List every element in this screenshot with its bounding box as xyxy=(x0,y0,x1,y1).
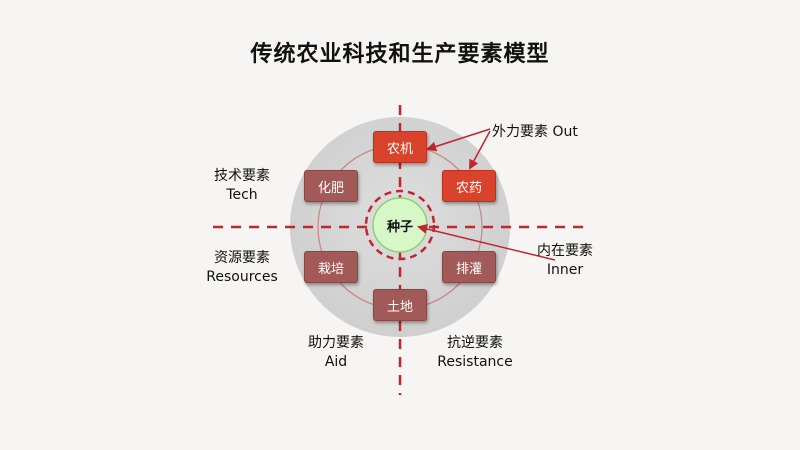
diagram-title: 传统农业科技和生产要素模型 xyxy=(250,42,550,67)
node-cultivation: 栽培 xyxy=(304,251,358,283)
center-dashed-ring xyxy=(364,189,436,261)
inner-label-en: Inner xyxy=(546,262,584,278)
quadrant-label-inner: 内在要素 Inner xyxy=(515,242,615,280)
resistance-label-cn: 抗逆要素 xyxy=(447,335,503,351)
node-irrigation: 排灌 xyxy=(442,251,496,283)
quadrant-label-out: 外力要素 Out xyxy=(492,124,578,140)
node-pesticide: 农药 xyxy=(442,170,496,202)
tech-label-en: Tech xyxy=(226,187,258,203)
arrow-out-to-top xyxy=(426,128,491,152)
arrow-out-to-top-right xyxy=(469,130,491,170)
resources-label-en: Resources xyxy=(206,269,278,285)
aid-label-cn: 助力要素 xyxy=(308,335,364,351)
tech-label-cn: 技术要素 xyxy=(214,168,270,184)
node-land: 土地 xyxy=(373,289,427,321)
node-fertilizer: 化肥 xyxy=(304,170,358,202)
inner-label-cn: 内在要素 xyxy=(537,243,593,259)
resources-label-cn: 资源要素 xyxy=(214,250,270,266)
quadrant-label-resistance: 抗逆要素 Resistance xyxy=(420,334,530,372)
center-seed-label: 种子 xyxy=(386,219,413,235)
resistance-label-en: Resistance xyxy=(437,354,513,370)
node-farm-machinery: 农机 xyxy=(373,131,427,163)
quadrant-label-tech: 技术要素 Tech xyxy=(192,167,292,205)
quadrant-label-aid: 助力要素 Aid xyxy=(286,334,386,372)
aid-label-en: Aid xyxy=(324,354,348,370)
quadrant-label-resources: 资源要素 Resources xyxy=(192,249,292,287)
arrow-inner-to-center xyxy=(417,224,556,261)
